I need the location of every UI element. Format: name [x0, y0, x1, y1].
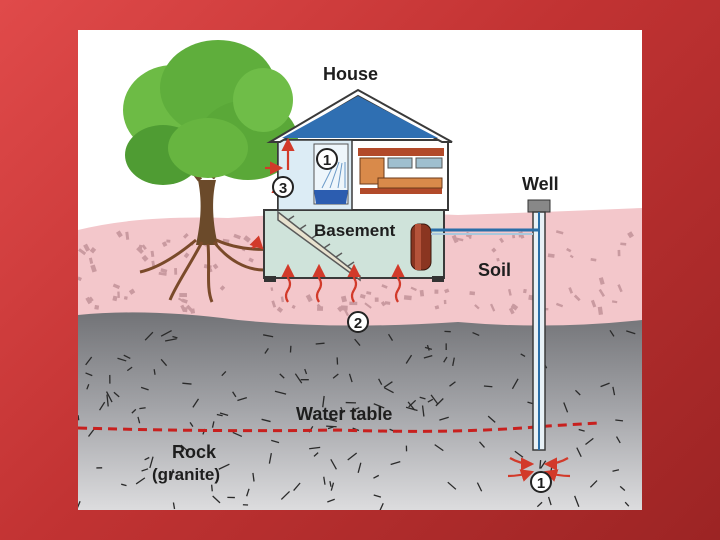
rock-dash — [484, 386, 492, 387]
soil-speck — [317, 306, 323, 311]
svg-text:2: 2 — [354, 315, 362, 332]
soil-speck — [124, 296, 128, 300]
soil-speck — [117, 292, 120, 298]
rock-dash — [78, 415, 79, 420]
basement-label: Basement — [314, 221, 396, 240]
soil-speck — [469, 291, 475, 295]
marker-3-house: 3 — [273, 177, 293, 197]
soil-speck — [444, 300, 447, 304]
soil-speck — [166, 239, 170, 242]
rock-dash — [540, 460, 541, 469]
rock-dash — [154, 369, 155, 375]
soil-speck — [420, 290, 424, 297]
rock-dash — [212, 485, 213, 492]
svg-text:1: 1 — [323, 152, 331, 169]
soil-speck — [179, 293, 187, 297]
marker-2-soil: 2 — [348, 312, 368, 332]
soil-speck — [375, 297, 379, 301]
marker-1-well: 1 — [531, 472, 551, 492]
soil-speck — [94, 305, 99, 310]
radon-diagram: House Well Basement Soil Water table Roc… — [78, 30, 642, 510]
well-label: Well — [522, 174, 559, 194]
soil-speck — [512, 235, 515, 238]
rock-dash — [316, 343, 325, 344]
rock-dash — [182, 383, 191, 384]
water-tank-icon — [411, 224, 431, 270]
rock-dash — [615, 420, 623, 421]
soil-speck — [620, 243, 626, 246]
rock-label: Rock — [172, 442, 217, 462]
soil-label: Soil — [478, 260, 511, 280]
house-label: House — [323, 64, 378, 84]
diagram-frame: House Well Basement Soil Water table Roc… — [78, 30, 642, 510]
soil-speck — [523, 289, 527, 293]
svg-text:3: 3 — [279, 180, 287, 197]
rock-dash — [326, 426, 336, 427]
soil-speck — [404, 295, 412, 300]
rock-sublabel: (granite) — [152, 465, 220, 484]
marker-1-house: 1 — [317, 149, 337, 169]
svg-text:1: 1 — [537, 475, 545, 492]
soil-speck — [618, 250, 621, 256]
soil-speck — [434, 290, 438, 294]
soil-speck — [174, 268, 177, 275]
water-table-label: Water table — [296, 404, 392, 424]
rock-dash — [139, 408, 145, 409]
